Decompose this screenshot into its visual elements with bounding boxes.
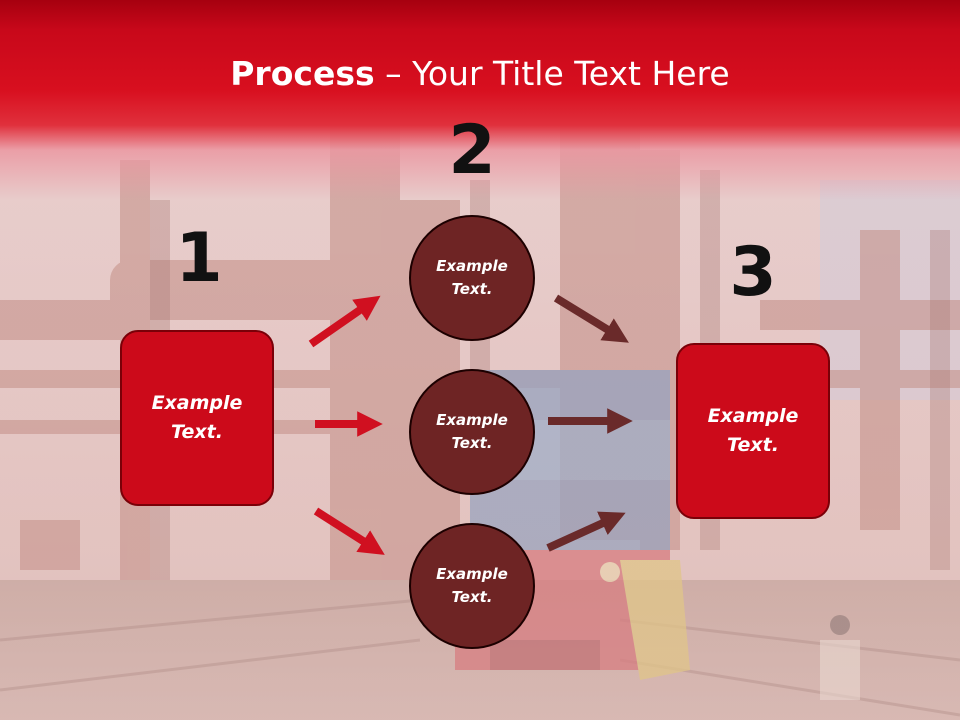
step-number-2: 2: [448, 111, 496, 190]
step-number-1: 1: [175, 219, 223, 298]
process-box-left-text: Example Text.: [152, 389, 243, 447]
title-dash: –: [374, 54, 413, 93]
step-number-3: 3: [729, 233, 777, 312]
process-circle-middle: Example Text.: [409, 369, 535, 495]
process-box-left-line1: Example: [151, 392, 243, 414]
process-box-right: Example Text.: [676, 343, 830, 519]
process-box-right-text: Example Text.: [708, 402, 799, 460]
process-circle-top: Example Text.: [409, 215, 535, 341]
process-box-left: Example Text.: [120, 330, 274, 506]
slide-title: Process – Your Title Text Here: [0, 52, 960, 96]
process-circle-top-line2: Text.: [451, 280, 493, 298]
process-circle-bottom: Example Text.: [409, 523, 535, 649]
title-band: [0, 0, 960, 200]
process-box-left-line2: Text.: [171, 421, 223, 443]
process-box-right-line2: Text.: [727, 434, 779, 456]
process-circle-bottom-line1: Example: [436, 565, 508, 583]
process-circle-middle-line2: Text.: [451, 434, 493, 452]
title-bold: Process: [230, 54, 375, 93]
process-box-right-line1: Example: [707, 405, 799, 427]
title-rest: Your Title Text Here: [412, 54, 730, 93]
process-circle-top-line1: Example: [436, 257, 508, 275]
process-circle-middle-line1: Example: [436, 411, 508, 429]
process-circle-bottom-line2: Text.: [451, 588, 493, 606]
